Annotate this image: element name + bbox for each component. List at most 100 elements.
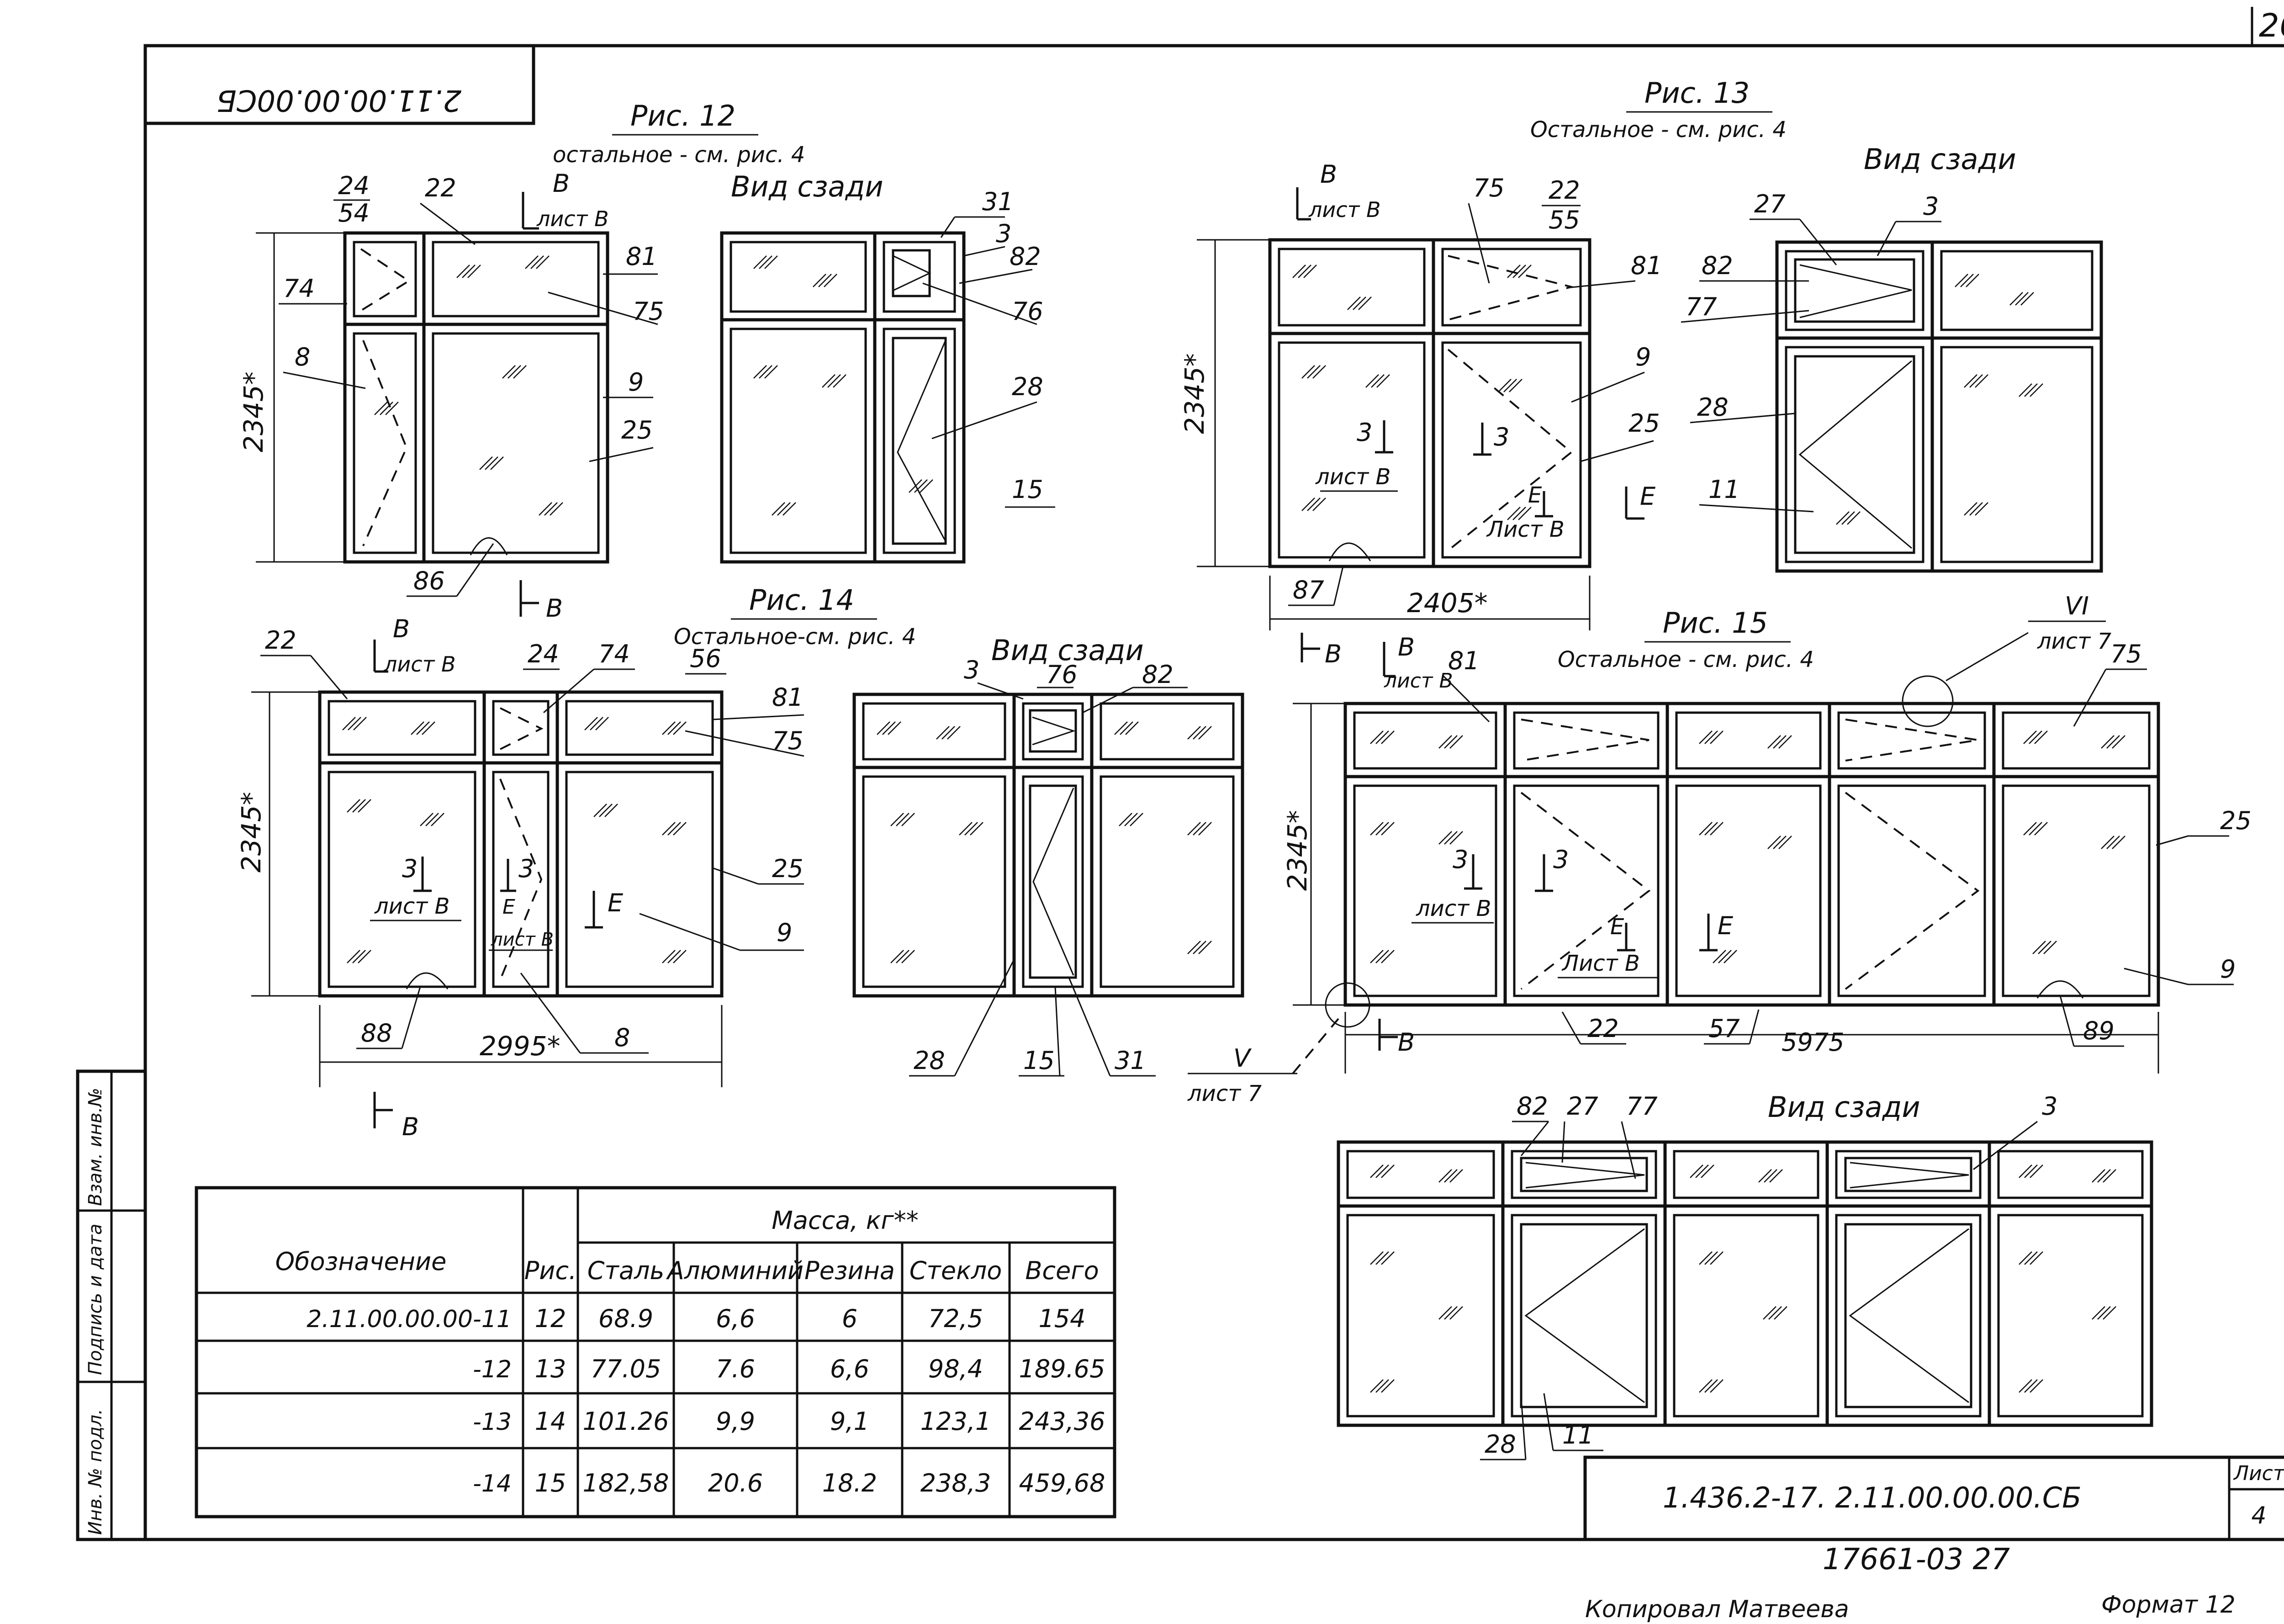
svg-text:81: 81: [626, 242, 657, 271]
svg-text:В: В: [1320, 160, 1337, 189]
page-number: 26: [2259, 7, 2284, 44]
svg-text:243,36: 243,36: [1019, 1407, 1105, 1436]
fig15-window-back: [1337, 1140, 2153, 1427]
fig14-window-front: [318, 690, 724, 998]
svg-text:54: 54: [338, 199, 370, 227]
fig13-note: Остальное - см. рис. 4: [1530, 117, 1787, 143]
svg-text:3: 3: [1923, 192, 1939, 221]
fig14-window-back: [852, 693, 1244, 998]
svg-text:Е: Е: [502, 895, 515, 919]
svg-text:86: 86: [413, 566, 445, 595]
svg-text:Е: Е: [1640, 482, 1656, 511]
stamp-sign-date: Подпись и дата: [85, 1224, 106, 1375]
svg-text:15: 15: [1023, 1046, 1055, 1075]
svg-text:Е: Е: [1718, 911, 1734, 940]
col-header-steel: Сталь: [587, 1256, 665, 1285]
svg-text:6: 6: [842, 1304, 857, 1333]
footer-copied-by: Копировал Матвеева: [1585, 1596, 1849, 1623]
svg-text:лист В: лист В: [491, 929, 554, 950]
svg-text:лист В: лист В: [536, 206, 609, 231]
table-row: -14 15 182,58 20.6 18.2 238,3 459,68: [473, 1469, 1105, 1497]
svg-text:В: В: [402, 1112, 419, 1141]
svg-text:18.2: 18.2: [822, 1469, 877, 1497]
svg-text:24: 24: [338, 171, 370, 200]
svg-text:В: В: [553, 169, 570, 198]
svg-text:31: 31: [1115, 1046, 1146, 1075]
svg-text:лист В: лист В: [1315, 464, 1390, 490]
svg-text:98,4: 98,4: [928, 1354, 983, 1383]
svg-text:238,3: 238,3: [920, 1469, 991, 1497]
svg-text:28: 28: [1485, 1430, 1516, 1459]
svg-text:22: 22: [1587, 1014, 1619, 1043]
svg-text:88: 88: [361, 1019, 392, 1047]
svg-text:7.6: 7.6: [716, 1354, 755, 1383]
svg-text:68.9: 68.9: [598, 1304, 653, 1333]
figure-13: Рис. 13 Остальное - см. рис. 4 Вид сзади…: [1179, 76, 2103, 668]
svg-text:В: В: [1325, 640, 1342, 668]
svg-text:3: 3: [964, 656, 979, 684]
svg-text:82: 82: [1517, 1092, 1548, 1121]
svg-text:11: 11: [1562, 1421, 1594, 1449]
svg-text:Лист В: Лист В: [1486, 517, 1565, 542]
svg-text:11: 11: [1708, 475, 1740, 504]
fig15-height-dim: 2345*: [1282, 810, 1313, 891]
fig12-back-view: Вид сзади: [731, 170, 883, 203]
stamp-replace-inv: Взам. инв.№: [85, 1088, 106, 1206]
svg-text:лист 7: лист 7: [1187, 1081, 1262, 1106]
svg-text:9,1: 9,1: [830, 1407, 869, 1436]
svg-text:28: 28: [1697, 393, 1729, 422]
svg-text:20.6: 20.6: [708, 1469, 763, 1497]
fig15-width-dim: 5975: [1782, 1028, 1844, 1057]
side-stamp: Инв. № подл. Подпись и дата Взам. инв.№: [76, 1069, 147, 1541]
svg-text:72,5: 72,5: [928, 1304, 983, 1333]
fig14-note: Остальное-см. рис. 4: [674, 624, 916, 650]
doc-code: 1.436.2-17. 2.11.00.00.00.СБ: [1663, 1481, 2082, 1514]
svg-text:75: 75: [2110, 640, 2142, 668]
svg-text:27: 27: [1754, 190, 1786, 218]
svg-text:В: В: [1398, 1028, 1415, 1057]
svg-text:лист В: лист В: [1384, 669, 1453, 693]
svg-text:3: 3: [1553, 845, 1569, 874]
svg-text:14: 14: [535, 1407, 566, 1436]
col-header-aluminium: Алюминий: [666, 1256, 804, 1285]
svg-text:лист В: лист В: [383, 652, 456, 677]
fig13-window-back: [1775, 240, 2103, 573]
svg-text:9: 9: [1635, 343, 1651, 371]
svg-text:9: 9: [2220, 955, 2236, 984]
svg-text:лист В: лист В: [1416, 896, 1491, 921]
sheet-number: 4: [2251, 1502, 2266, 1529]
sheet-border: [143, 44, 2284, 1541]
fig13-width-dim: 2405*: [1407, 587, 1488, 619]
svg-text:лист В: лист В: [374, 894, 449, 919]
svg-text:В: В: [1398, 633, 1415, 661]
svg-text:3: 3: [1494, 423, 1509, 451]
svg-text:82: 82: [1142, 660, 1174, 689]
title-block: 1.436.2-17. 2.11.00.00.00.СБ Лист 4: [1583, 1455, 2284, 1541]
fig12-window-back: [720, 231, 966, 564]
svg-text:-14: -14: [473, 1470, 512, 1497]
footer-format: Формат 12: [2101, 1591, 2236, 1619]
stamp-inv-number: Инв. № подл.: [85, 1409, 106, 1535]
svg-text:76: 76: [1046, 660, 1078, 689]
svg-text:55: 55: [1549, 206, 1580, 234]
svg-text:101.26: 101.26: [583, 1407, 669, 1436]
svg-text:-13: -13: [473, 1408, 512, 1436]
svg-text:81: 81: [1448, 646, 1480, 675]
fig12-note: остальное - см. рис. 4: [553, 142, 805, 168]
svg-text:-12: -12: [473, 1356, 512, 1383]
svg-text:12: 12: [535, 1304, 566, 1333]
top-stamp: 2.11.00.00.00СБ: [217, 83, 461, 117]
svg-text:82: 82: [1010, 242, 1041, 271]
svg-text:6,6: 6,6: [830, 1354, 869, 1383]
svg-text:31: 31: [982, 187, 1014, 216]
col-header-total: Всего: [1025, 1256, 1099, 1285]
svg-text:VI: VI: [2065, 592, 2089, 620]
svg-text:В: В: [546, 594, 563, 623]
svg-text:81: 81: [772, 683, 804, 712]
svg-text:3: 3: [1357, 418, 1372, 447]
svg-text:15: 15: [535, 1469, 566, 1497]
svg-text:24: 24: [528, 640, 559, 668]
svg-text:74: 74: [283, 274, 315, 303]
fig12-window-front: [343, 231, 609, 564]
